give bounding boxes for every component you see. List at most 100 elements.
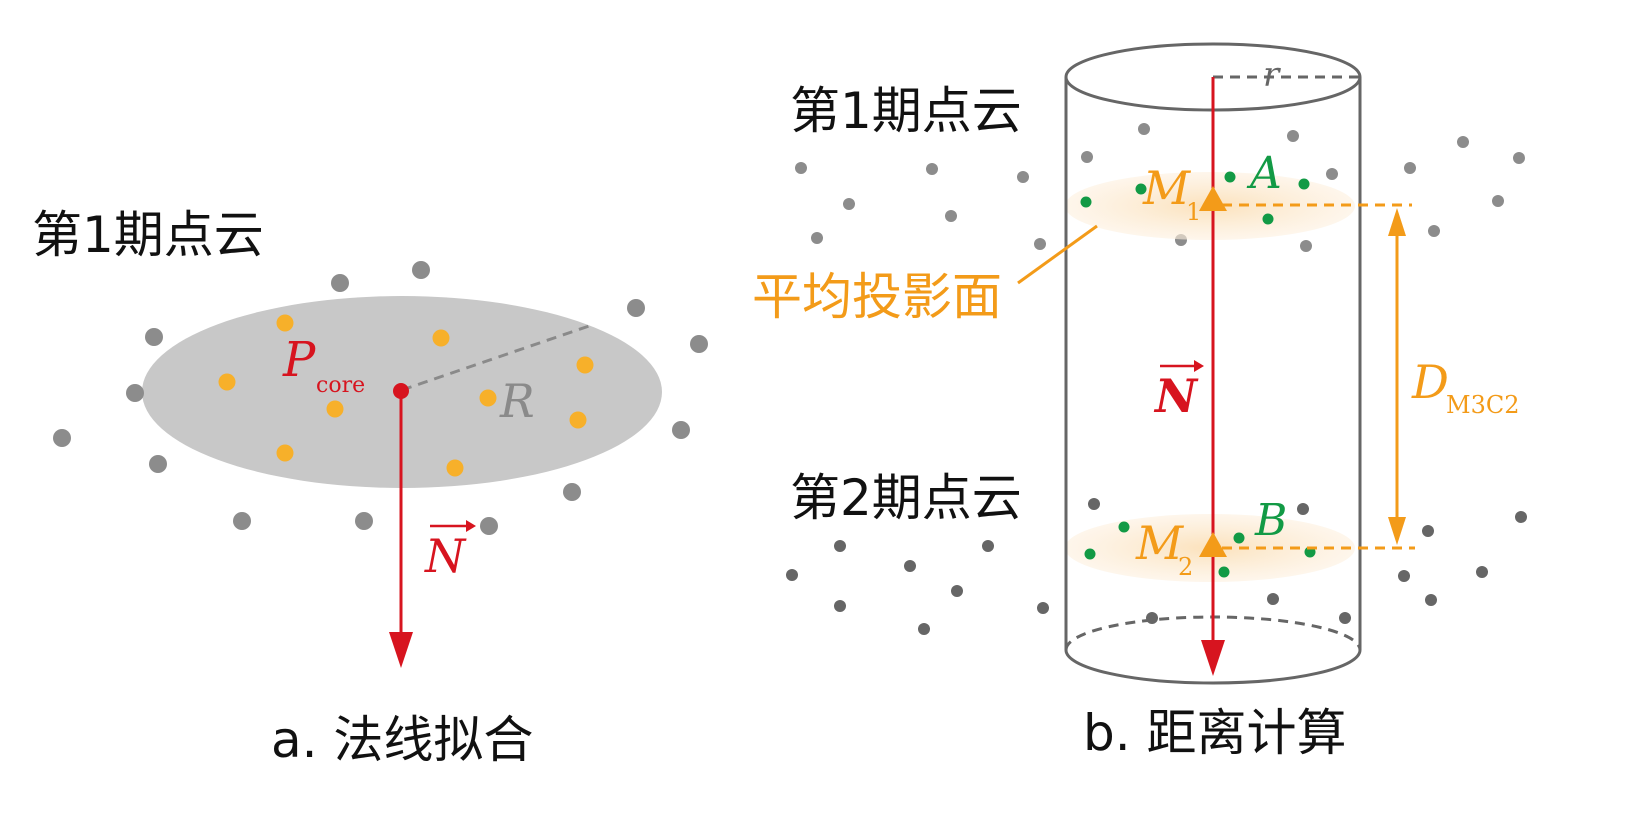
- normal-label-a: N: [424, 520, 476, 583]
- panel-b-caption: b. 距离计算: [1083, 704, 1347, 762]
- gray-point: [811, 232, 823, 244]
- green-point: [1084, 548, 1096, 560]
- gray-point: [126, 384, 144, 402]
- gray-point: [1267, 593, 1279, 605]
- green-points: [1080, 171, 1316, 578]
- gray-point: [1422, 525, 1434, 537]
- normal-arrowhead-a: [389, 632, 413, 668]
- orange-point: [276, 444, 294, 462]
- radius-label-a: R: [499, 374, 535, 428]
- gray-point: [834, 540, 846, 552]
- gray-point: [1398, 570, 1410, 582]
- green-point: [1233, 532, 1245, 544]
- gray-point: [926, 163, 938, 175]
- gray-point: [145, 328, 163, 346]
- panel-b: r 第1期点云 第2期点云 平均: [752, 42, 1527, 762]
- gray-point: [1287, 130, 1299, 142]
- normal-label-b: N: [1153, 360, 1204, 423]
- orange-point: [446, 459, 464, 477]
- orange-point: [576, 356, 594, 374]
- gray-point: [1138, 123, 1150, 135]
- vector-bar-head-a: [466, 520, 476, 532]
- gray-point: [672, 421, 690, 439]
- green-point: [1135, 183, 1147, 195]
- green-point: [1080, 196, 1092, 208]
- gray-point: [480, 517, 498, 535]
- gray-point: [1017, 171, 1029, 183]
- gray-point: [1081, 151, 1093, 163]
- green-point: [1118, 521, 1130, 533]
- normal-arrowhead-b: [1201, 640, 1225, 676]
- gray-point: [233, 512, 251, 530]
- point-a-label: A: [1246, 148, 1282, 199]
- green-point: [1298, 178, 1310, 190]
- distance-arrowhead-top: [1388, 208, 1406, 236]
- gray-point: [1425, 594, 1437, 606]
- vector-bar-head-b: [1194, 360, 1204, 372]
- panel-a-period-label: 第1期点云: [32, 206, 264, 264]
- panel-a-caption: a. 法线拟合: [271, 711, 533, 769]
- gray-point: [1326, 168, 1338, 180]
- gray-point: [1492, 195, 1504, 207]
- orange-point: [218, 373, 236, 391]
- green-point: [1218, 566, 1230, 578]
- orange-points-a: [218, 314, 594, 477]
- panel-b-period2-label: 第2期点云: [790, 469, 1022, 527]
- gray-point: [843, 198, 855, 210]
- panel-a: 第1期点云: [32, 206, 708, 769]
- orange-point: [432, 329, 450, 347]
- panel-b-period1-label: 第1期点云: [790, 82, 1022, 140]
- gray-point: [355, 512, 373, 530]
- point-b-label: B: [1254, 495, 1287, 546]
- m2-marker: [1199, 532, 1227, 557]
- gray-point: [904, 560, 916, 572]
- orange-point: [479, 389, 497, 407]
- gray-points-b-bottom: [786, 498, 1527, 635]
- gray-point: [1297, 503, 1309, 515]
- core-point: [393, 383, 409, 399]
- orange-point: [569, 411, 587, 429]
- core-label: P: [282, 332, 316, 388]
- gray-point: [563, 483, 581, 501]
- m2-label-subscript: 2: [1178, 553, 1193, 581]
- normal-letter-a: N: [424, 529, 467, 583]
- gray-point: [834, 600, 846, 612]
- distance-label: D: [1411, 355, 1449, 409]
- gray-points-a: [53, 261, 708, 535]
- gray-point: [951, 585, 963, 597]
- gray-point: [1034, 238, 1046, 250]
- gray-point: [1339, 612, 1351, 624]
- m1-label: M: [1142, 161, 1192, 215]
- gray-point: [982, 540, 994, 552]
- gray-point: [331, 274, 349, 292]
- gray-point: [918, 623, 930, 635]
- gray-point: [1146, 612, 1158, 624]
- gray-point: [795, 162, 807, 174]
- core-label-subscript: core: [316, 373, 365, 398]
- gray-point: [945, 210, 957, 222]
- gray-point: [412, 261, 430, 279]
- gray-point: [1300, 240, 1312, 252]
- m1-label-subscript: 1: [1186, 198, 1201, 226]
- gray-points-b-top: [795, 123, 1525, 252]
- gray-point: [1476, 566, 1488, 578]
- gray-point: [786, 569, 798, 581]
- cylinder-bottom-front: [1064, 649, 1362, 685]
- gray-point: [1515, 511, 1527, 523]
- m2-label: M: [1135, 516, 1185, 570]
- gray-point: [690, 335, 708, 353]
- projection-label: 平均投影面: [752, 268, 1002, 326]
- orange-point: [276, 314, 294, 332]
- gray-point: [1428, 225, 1440, 237]
- normal-letter-b: N: [1153, 369, 1199, 423]
- green-point: [1224, 171, 1236, 183]
- gray-point: [627, 299, 645, 317]
- cylinder-radius-label: r: [1263, 55, 1281, 95]
- gray-point: [149, 455, 167, 473]
- green-point: [1262, 213, 1274, 225]
- projection-leader: [1017, 224, 1098, 285]
- orange-point: [326, 400, 344, 418]
- gray-point: [1404, 162, 1416, 174]
- m1-marker: [1199, 186, 1227, 211]
